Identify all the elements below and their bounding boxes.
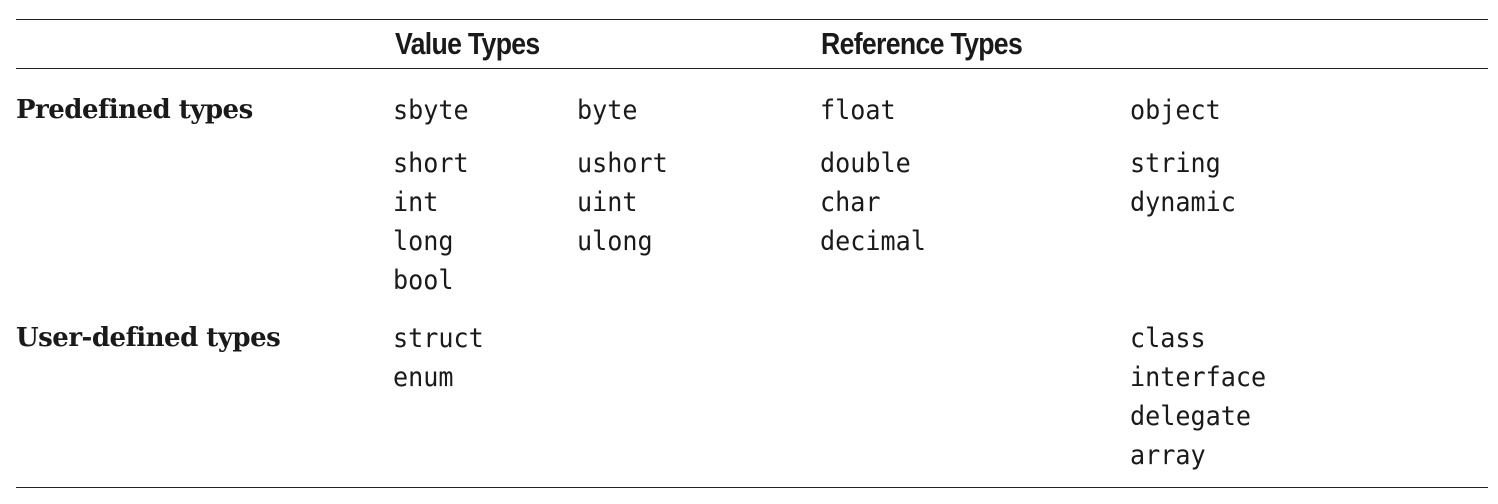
type-name: uint [577,187,638,218]
cell-predefined-reference-top: object [1130,91,1221,130]
table-header-rule [16,68,1488,69]
type-name: array [1130,440,1206,471]
cell-predefined-value-col2: ushort uint ulong [577,144,668,261]
type-name: short [393,148,469,179]
header-reference-types: Reference Types [821,26,1023,61]
cell-user-defined-reference: class interface delegate array [1130,319,1266,475]
type-name: bool [393,265,454,296]
cell-predefined-reference: string dynamic [1130,144,1236,222]
type-name: byte [577,95,638,126]
type-name: struct [393,323,484,354]
cell-predefined-value-col1-top: sbyte [393,91,469,130]
cell-user-defined-value: struct enum [393,319,484,397]
header-value-types: Value Types [395,26,540,61]
cell-predefined-value-col3-top: float [820,91,896,130]
type-name: object [1130,95,1221,126]
type-name: float [820,95,896,126]
type-name: ulong [577,226,653,257]
type-name: ushort [577,148,668,179]
table-top-rule [16,19,1488,20]
cell-predefined-value-col1: short int long bool [393,144,469,300]
type-name: dynamic [1130,187,1236,218]
cell-predefined-value-col3: double char decimal [820,144,926,261]
type-name: decimal [820,226,926,257]
cell-predefined-value-col2-top: byte [577,91,637,130]
type-name: class [1130,323,1206,354]
table-bottom-rule [16,487,1488,488]
type-name: string [1130,148,1221,179]
type-name: char [820,187,881,218]
type-name: enum [393,362,454,393]
type-name: double [820,148,911,179]
type-name: delegate [1130,401,1251,432]
type-name: long [393,226,454,257]
row-label-user-defined-types: User-defined types [16,323,281,353]
row-label-predefined-types: Predefined types [16,95,253,125]
type-name: int [393,187,439,218]
type-name: interface [1130,362,1267,393]
type-name: sbyte [393,95,469,126]
